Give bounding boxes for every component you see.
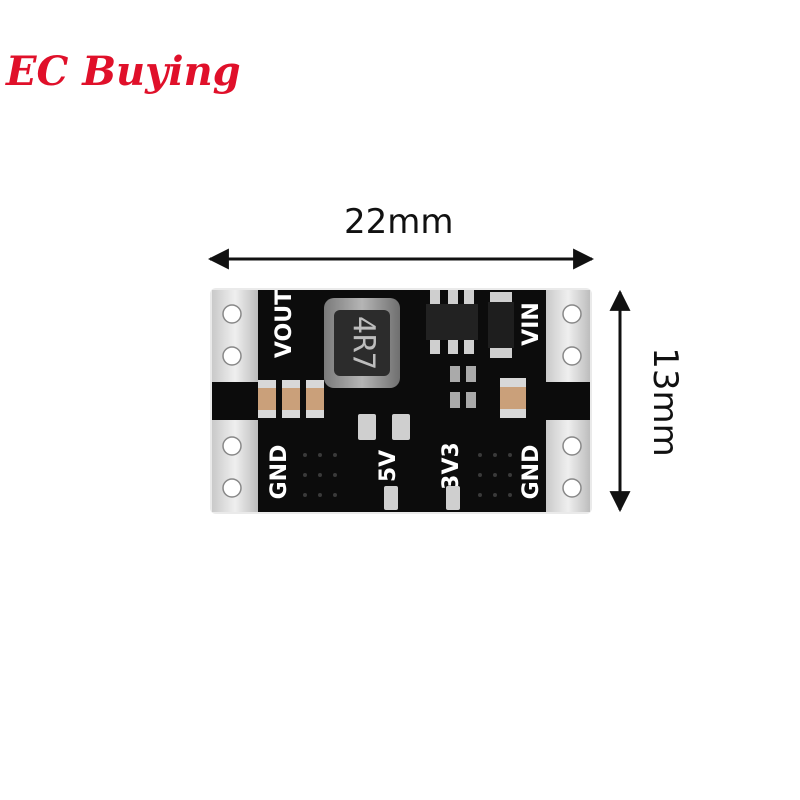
- right-bottom-pad: [546, 420, 590, 512]
- input-capacitor: [500, 378, 526, 418]
- pin-label-5v: 5V: [376, 450, 401, 482]
- pin-label-gnd-left: GND: [267, 445, 292, 500]
- left-top-pad: [212, 290, 258, 382]
- pin-label-gnd-right: GND: [519, 445, 544, 500]
- ic-chip: [426, 290, 478, 354]
- width-dimension-label: 22mm: [344, 202, 454, 242]
- capacitor-row: [258, 380, 324, 418]
- pcb-board: 4R7: [210, 288, 592, 514]
- inductor-marking: 4R7: [346, 316, 381, 370]
- diode: [488, 292, 514, 358]
- right-top-pad: [546, 290, 590, 382]
- brand-logo: EC Buying: [6, 48, 241, 95]
- left-bottom-pad: [212, 420, 258, 512]
- jumper-pad-mid: [392, 414, 410, 440]
- pin-label-vin: VIN: [519, 302, 544, 346]
- jumper-pad-5v: [358, 414, 376, 440]
- pin-label-3v3: 3V3: [439, 442, 464, 490]
- pin-label-vout: VOUT: [272, 290, 297, 358]
- inductor: 4R7: [324, 298, 400, 388]
